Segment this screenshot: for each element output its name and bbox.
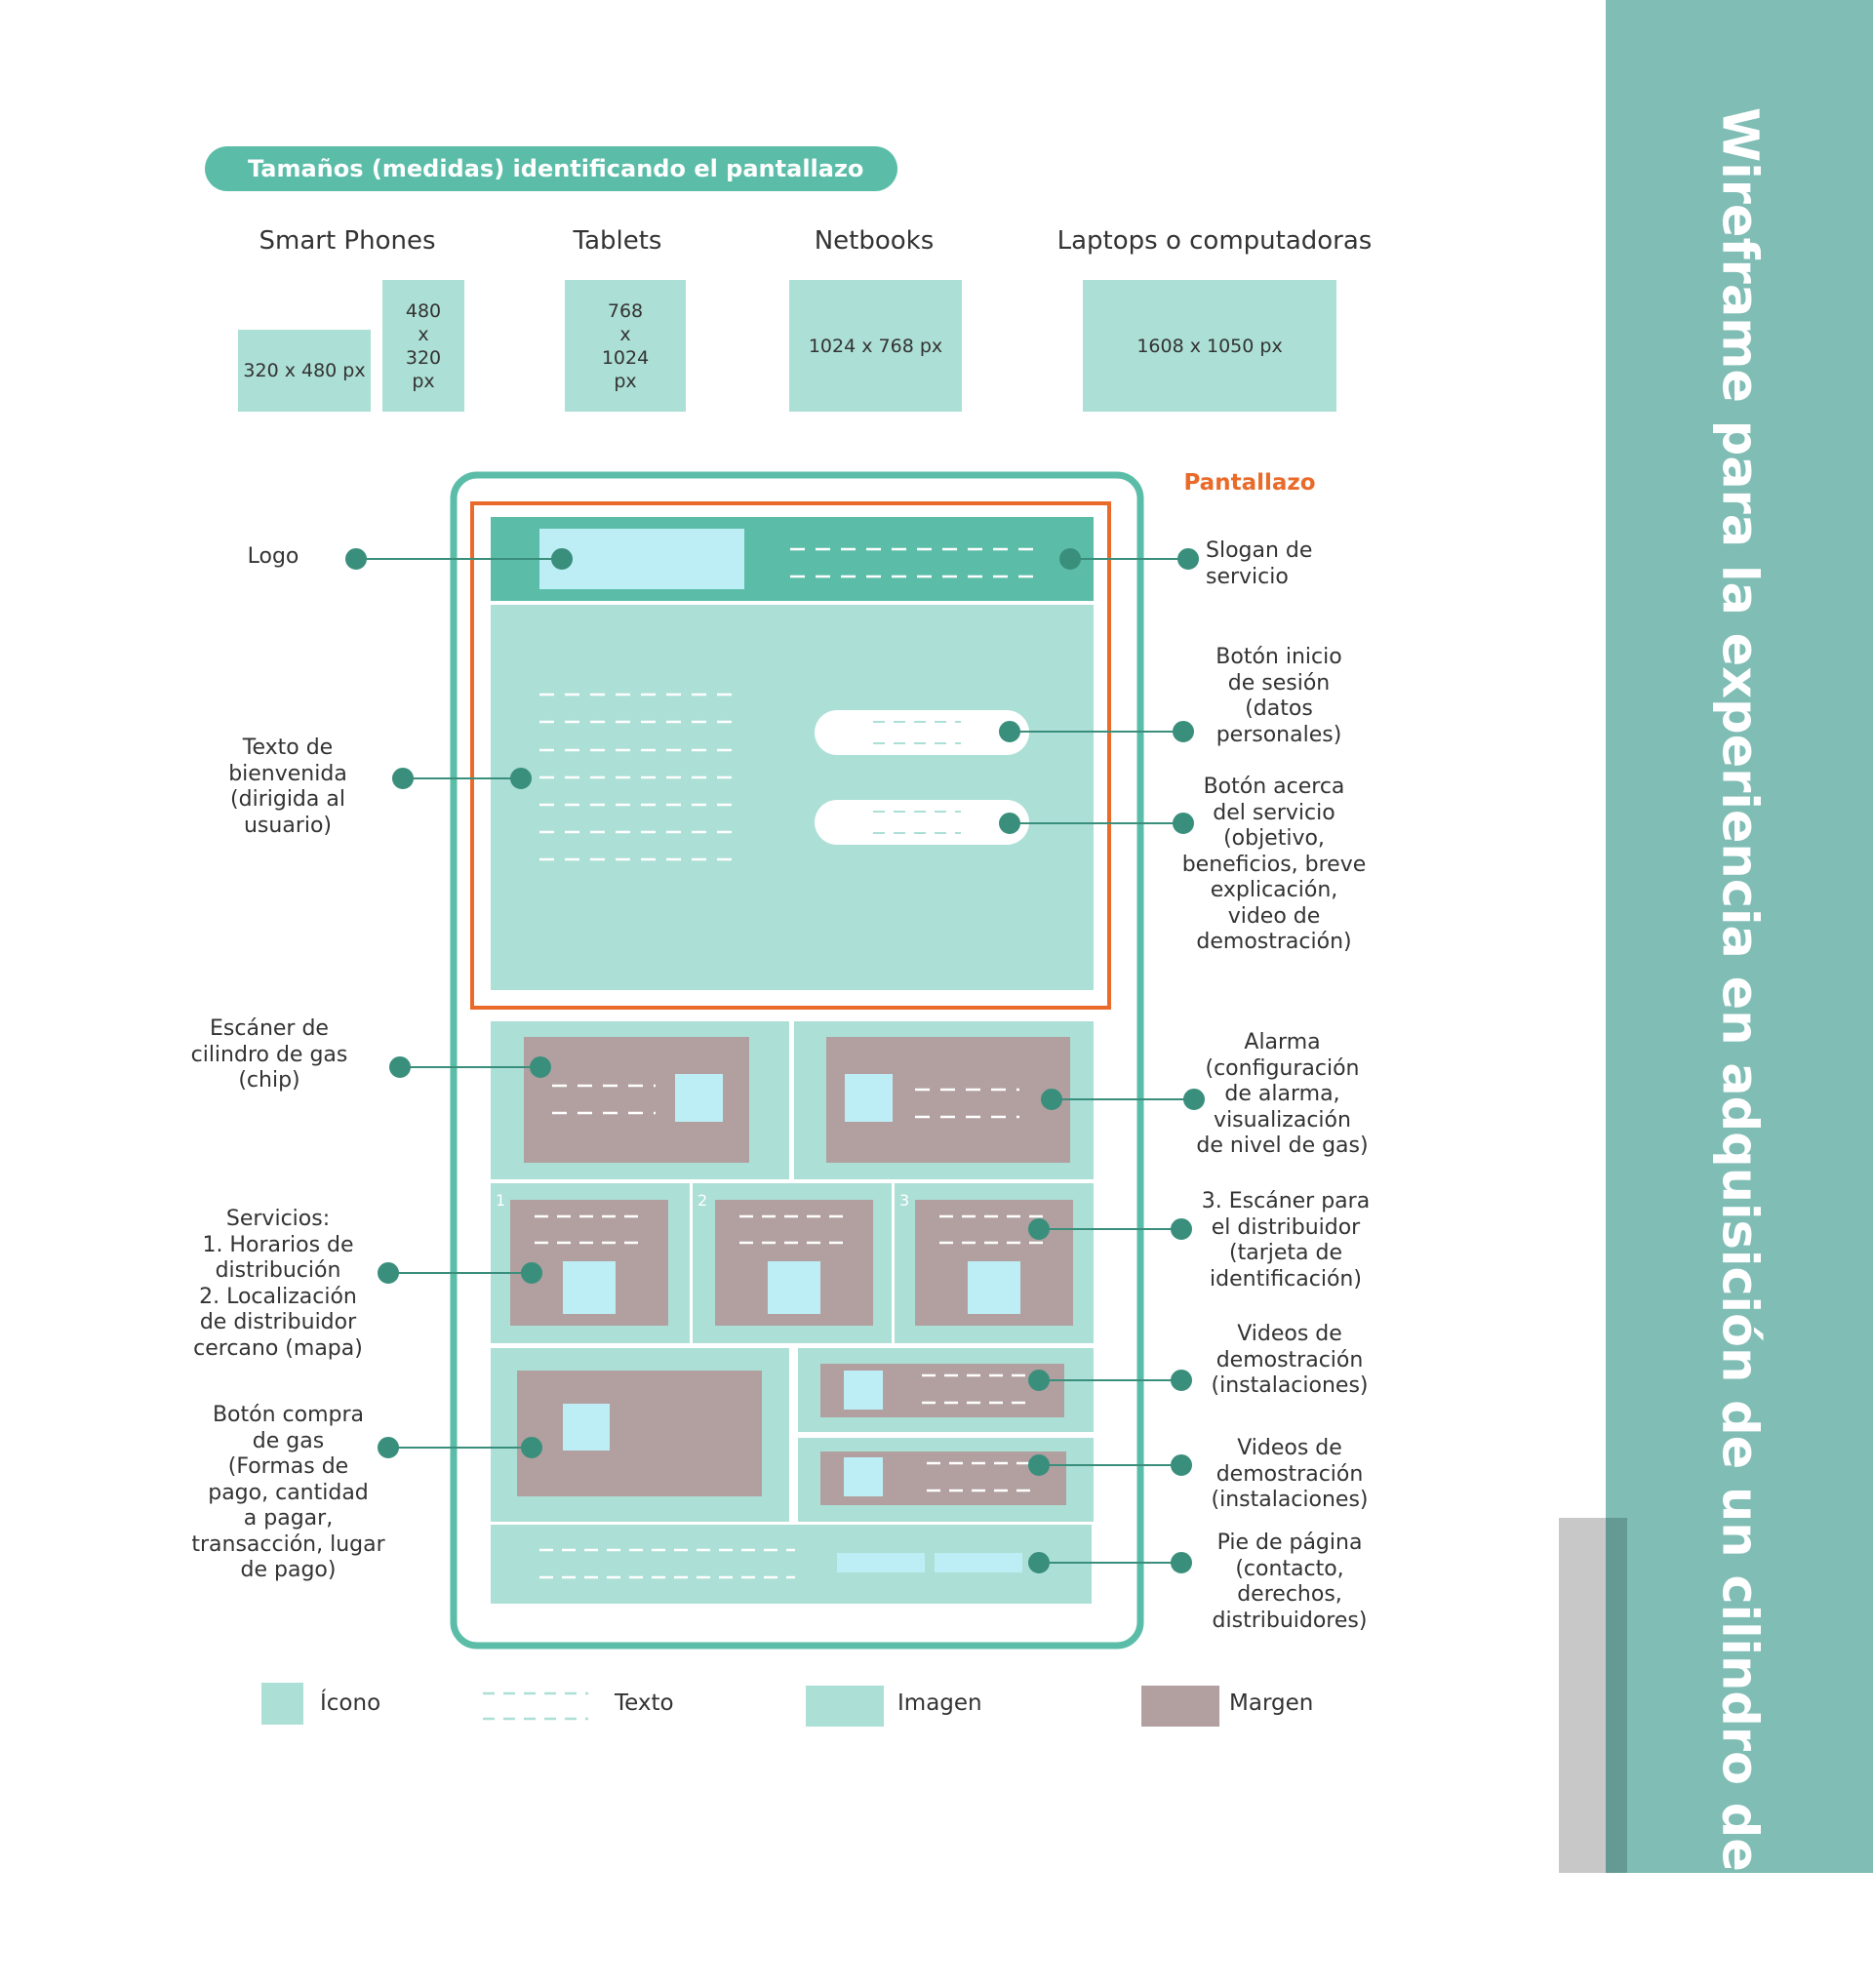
videos-1-icon: [844, 1371, 883, 1410]
services-text-lines: [535, 1214, 1049, 1245]
buy-margin: [517, 1371, 762, 1496]
legend-icon-label: Ícono: [320, 1690, 381, 1716]
connector-alarm: [1041, 1089, 1205, 1110]
footer-icon-1: [837, 1553, 925, 1572]
buy-icon: [563, 1404, 610, 1451]
device-label-laptops: Laptops o computadoras: [1056, 226, 1373, 256]
legend-image-swatch: [806, 1686, 884, 1727]
connector-logo: [345, 548, 573, 570]
login-button-shape: [815, 710, 1029, 755]
wireframe-diagram: 1 2 3: [261, 471, 1219, 1727]
callout-buy-button: Botón compra de gas (Formas de pago, can…: [191, 1403, 385, 1582]
callout-about-button: Botón acerca del servicio (objetivo, ben…: [1181, 775, 1367, 954]
videos-text-lines: [922, 1373, 1034, 1492]
pantallazo-outline: [470, 501, 1111, 1010]
videos-2-icon: [844, 1457, 883, 1496]
button-text-lines: [873, 721, 961, 834]
connector-welcome-text: [392, 768, 532, 789]
footer-text-lines: [539, 1548, 795, 1579]
legend-margin-label: Margen: [1229, 1690, 1314, 1716]
side-gray-overlap: [1606, 1518, 1627, 1873]
connector-services: [378, 1262, 542, 1284]
legend-icon-swatch: [261, 1683, 303, 1725]
callout-login-button: Botón inicio de sesión (datos personales…: [1215, 645, 1342, 747]
connector-buy-button: [378, 1437, 542, 1458]
logo-placeholder: [539, 529, 744, 589]
size-box-laptop: 1608 x 1050 px: [1083, 280, 1336, 412]
callout-footer: Pie de página (contacto, derechos, distr…: [1212, 1531, 1368, 1633]
callout-alarm: Alarma (configuración de alarma, visuali…: [1196, 1030, 1369, 1158]
callout-videos-1: Videos de demostración (instalaciones): [1211, 1322, 1369, 1398]
legend-image-label: Imagen: [897, 1690, 982, 1716]
callout-services: Servicios: 1. Horarios de distribución 2…: [193, 1207, 363, 1361]
service-1-icon: [563, 1261, 616, 1314]
size-box-tablet: 768 x 1024 px: [565, 280, 686, 412]
pantallazo-label: Pantallazo: [1183, 470, 1316, 496]
callout-logo: Logo: [247, 544, 299, 569]
legend-margin-swatch: [1141, 1686, 1219, 1727]
service-number-2: 2: [697, 1191, 707, 1210]
callout-welcome-text: Texto de bienvenida (dirigida al usuario…: [228, 736, 347, 838]
hero-section: [491, 605, 1094, 990]
connector-videos-2: [1028, 1454, 1192, 1476]
connector-distributor-scanner: [1028, 1218, 1192, 1240]
legend-text-label: Texto: [615, 1690, 674, 1716]
size-box-smartphone-portrait: 320 x 480 px: [238, 330, 371, 412]
connector-login-button: [999, 721, 1194, 742]
connector-footer: [1028, 1552, 1192, 1573]
scanner-alarm-text-lines: [552, 1084, 1019, 1119]
callout-distributor-scanner: 3. Escáner para el distribuidor (tarjeta…: [1201, 1189, 1371, 1292]
connector-scanner: [389, 1056, 551, 1078]
connector-slogan: [1059, 548, 1199, 570]
connector-videos-1: [1028, 1370, 1192, 1391]
service-3-icon: [968, 1261, 1020, 1314]
size-box-netbook: 1024 x 768 px: [789, 280, 962, 412]
size-box-smartphone-landscape: 480 x 320 px: [382, 280, 464, 412]
callout-scanner: Escáner de cilindro de gas (chip): [190, 1016, 348, 1093]
device-label-smartphones: Smart Phones: [259, 226, 436, 256]
device-label-tablets: Tablets: [573, 226, 662, 256]
alarm-icon: [845, 1074, 893, 1122]
legend-text-swatch: [483, 1691, 588, 1721]
callout-videos-2: Videos de demostración (instalaciones): [1211, 1436, 1369, 1512]
sizes-header-pill: Tamaños (medidas) identificando el panta…: [205, 146, 897, 191]
device-label-netbooks: Netbooks: [814, 226, 935, 256]
footer-icon-2: [935, 1553, 1022, 1572]
callout-slogan: Slogan de servicio: [1206, 538, 1313, 589]
service-number-1: 1: [496, 1191, 505, 1210]
welcome-text-lines: [539, 693, 741, 861]
service-2-icon: [768, 1261, 820, 1314]
side-title-bar: [1606, 0, 1873, 1873]
scanner-icon: [675, 1074, 723, 1122]
connector-about-button: [999, 813, 1194, 834]
service-number-3: 3: [899, 1191, 909, 1210]
about-button-shape: [815, 800, 1029, 845]
slogan-text-lines: [790, 547, 1044, 578]
